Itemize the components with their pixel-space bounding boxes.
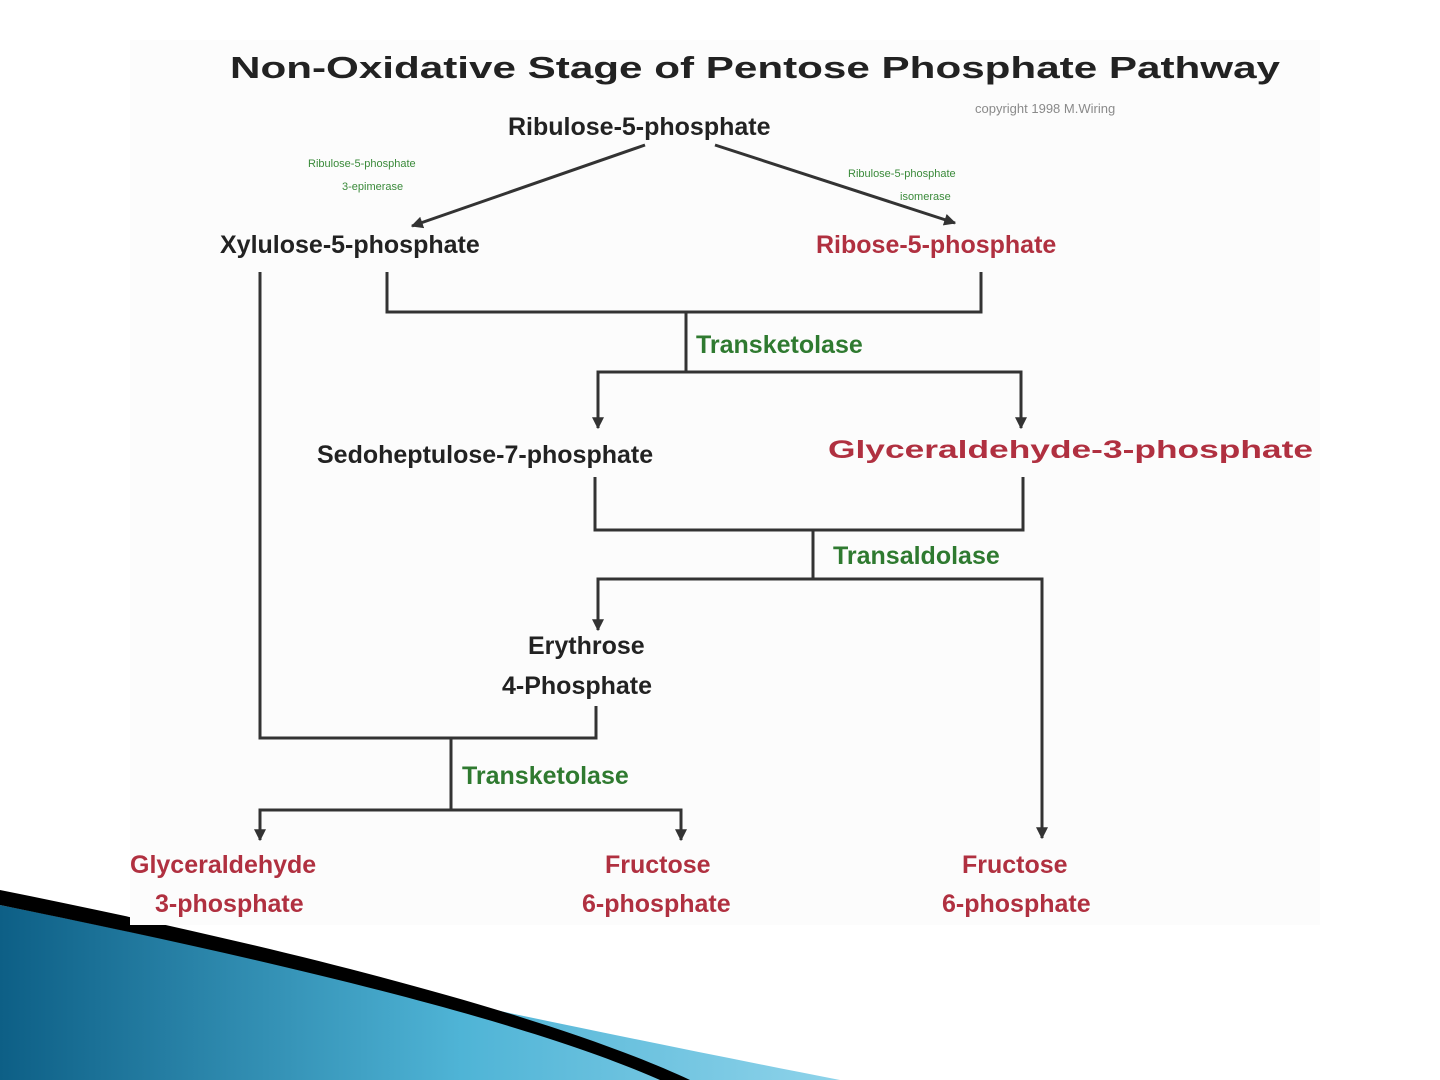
decor-black-swoosh (0, 890, 690, 1080)
pathway-diagram: Non-Oxidative Stage of Pentose Phosphate… (130, 50, 1313, 918)
enzyme-transketolase-1: Transketolase (696, 331, 863, 359)
enzyme-epimerase-line2: 3-epimerase (342, 181, 403, 193)
enzyme-isomerase-line2: isomerase (900, 191, 951, 203)
enzyme-isomerase-line1: Ribulose-5-phosphate (848, 168, 956, 180)
node-fructose-b-line2: 6-phosphate (942, 890, 1091, 918)
node-erythrose-line1: Erythrose (528, 632, 645, 660)
connector-transketolase-1-outputs (596, 370, 1023, 416)
node-fructose-a-line2: 6-phosphate (582, 890, 731, 918)
arrow-to-ribose (714, 143, 957, 226)
diagram-title: Non-Oxidative Stage of Pentose Phosphate… (230, 50, 1281, 85)
connector-transketolase-1-inputs (385, 272, 983, 314)
decor-blue-swoosh (0, 905, 840, 1080)
node-glyceraldehyde-line1: Glyceraldehyde (130, 851, 316, 879)
pathway-figure: Non-Oxidative Stage of Pentose Phosphate… (130, 40, 1320, 925)
copyright-text: copyright 1998 M.Wiring (975, 101, 1115, 116)
connector-transaldolase-outputs (596, 577, 1044, 830)
enzyme-transaldolase: Transaldolase (833, 542, 1000, 570)
node-xylulose-5-phosphate: Xylulose-5-phosphate (220, 231, 480, 259)
connector-transaldolase-inputs (593, 477, 1025, 532)
enzyme-transketolase-2: Transketolase (462, 762, 629, 790)
enzyme-epimerase-line1: Ribulose-5-phosphate (308, 158, 416, 170)
node-ribulose-5-phosphate: Ribulose-5-phosphate (508, 113, 771, 141)
node-sedoheptulose-7-phosphate: Sedoheptulose-7-phosphate (317, 441, 653, 469)
node-fructose-a-line1: Fructose (605, 851, 711, 879)
node-ribose-5-phosphate: Ribose-5-phosphate (816, 231, 1056, 259)
node-glyceraldehyde-3-phosphate-mid: Glyceraldehyde-3-phosphate (828, 436, 1313, 464)
node-fructose-b-line1: Fructose (962, 851, 1068, 879)
arrow-to-xylulose (410, 143, 646, 229)
connector-transketolase-2-outputs (258, 808, 683, 830)
node-erythrose-line2: 4-Phosphate (502, 672, 652, 700)
node-glyceraldehyde-line2: 3-phosphate (155, 890, 304, 918)
connector-transketolase-2-inputs (258, 272, 598, 740)
